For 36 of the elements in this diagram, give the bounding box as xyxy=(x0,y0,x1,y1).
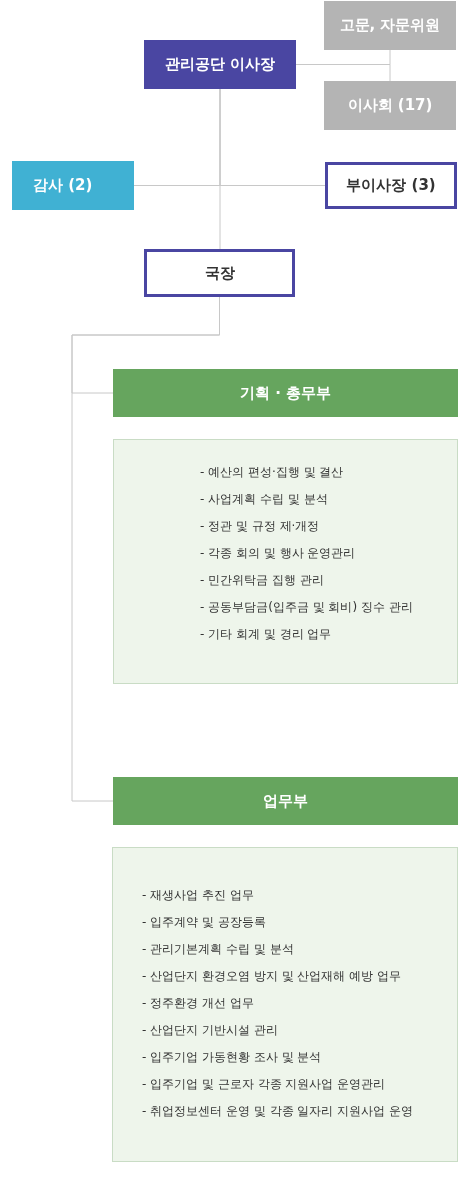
duty-item: - 정관 및 규정 제·개정 xyxy=(200,518,321,535)
unit-label: 감사 (2) xyxy=(33,176,93,195)
unit-label: 고문, 자문위원 xyxy=(339,16,441,35)
duty-item: - 입주기업 및 근로자 각종 지원사업 운영관리 xyxy=(142,1076,387,1093)
unit-label: 업무부 xyxy=(263,791,308,811)
director-box xyxy=(144,249,295,297)
duty-item: - 산업단지 기반시설 관리 xyxy=(142,1022,279,1039)
duty-item: - 관리기본계획 수립 및 분석 xyxy=(142,941,295,958)
duty-item: - 입주계약 및 공장등록 xyxy=(142,914,267,931)
duty-item: - 입주기업 가동현황 조사 및 분석 xyxy=(142,1049,323,1066)
duty-item: - 사업계획 수립 및 분석 xyxy=(200,491,329,508)
auditor-box xyxy=(12,161,134,210)
duty-item: - 산업단지 환경오염 방지 및 산업재해 예방 업무 xyxy=(142,968,403,985)
duty-item: - 기타 회계 및 경리 업무 xyxy=(200,626,333,643)
connector-line xyxy=(219,88,221,250)
duty-item: - 정주환경 개선 업무 xyxy=(142,995,255,1012)
duty-item: - 재생사업 추진 업무 xyxy=(142,887,255,904)
unit-label: 기획 · 총무부 xyxy=(239,383,332,403)
department-header xyxy=(113,777,458,825)
duty-item: - 취업정보센터 운영 및 각종 일자리 지원사업 운영 xyxy=(142,1103,415,1120)
duty-item: - 공동부담금(입주금 및 회비) 징수 관리 xyxy=(200,599,414,616)
connector-line xyxy=(295,64,391,82)
duty-item: - 예산의 편성·집행 및 결산 xyxy=(200,464,345,481)
board-box xyxy=(324,81,456,130)
vice-chairman-box xyxy=(325,162,457,209)
unit-label: 관리공단 이사장 xyxy=(164,55,276,74)
chairman-box xyxy=(144,40,296,89)
department-header xyxy=(113,369,458,417)
duty-list-panel xyxy=(113,439,458,684)
advisor-box xyxy=(324,1,456,50)
unit-label: 국장 xyxy=(204,263,235,283)
duty-list-panel xyxy=(112,847,458,1162)
unit-label: 부이사장 (3) xyxy=(346,176,436,195)
unit-label: 이사회 (17) xyxy=(347,96,433,115)
duty-item: - 각종 회의 및 행사 운영관리 xyxy=(200,545,357,562)
duty-item: - 민간위탁금 집행 관리 xyxy=(200,572,325,589)
